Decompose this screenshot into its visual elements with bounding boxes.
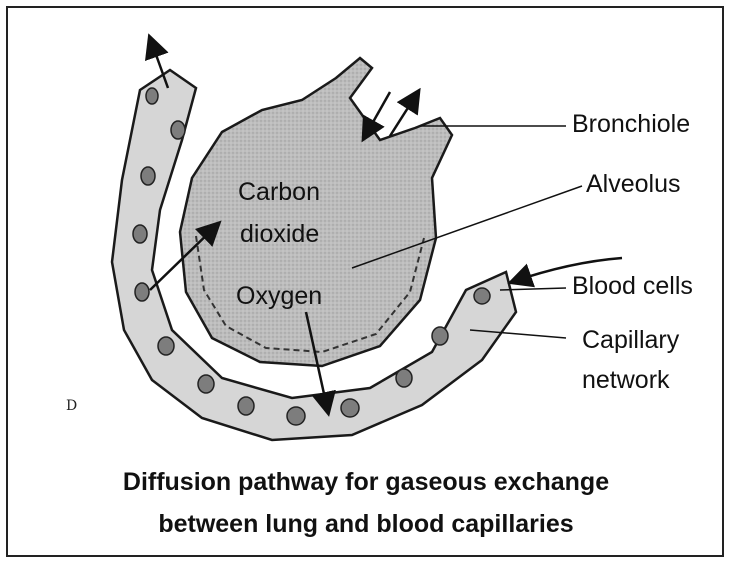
bronchiole-label: Bronchiole bbox=[572, 110, 690, 139]
corner-mark: D bbox=[66, 398, 77, 414]
bronchiole-in-arrow bbox=[364, 92, 390, 138]
caption-line-1: Diffusion pathway for gaseous exchange bbox=[40, 462, 692, 502]
caption-line-2: between lung and blood capillaries bbox=[40, 504, 692, 544]
carbon-label: Carbon bbox=[238, 178, 320, 207]
network-label: network bbox=[582, 366, 670, 395]
alveolus-label: Alveolus bbox=[586, 170, 681, 199]
oxygen-label: Oxygen bbox=[236, 282, 322, 311]
dioxide-label: dioxide bbox=[240, 220, 319, 249]
capillary-label: Capillary bbox=[582, 326, 679, 355]
blood-cells-label: Blood cells bbox=[572, 272, 693, 301]
